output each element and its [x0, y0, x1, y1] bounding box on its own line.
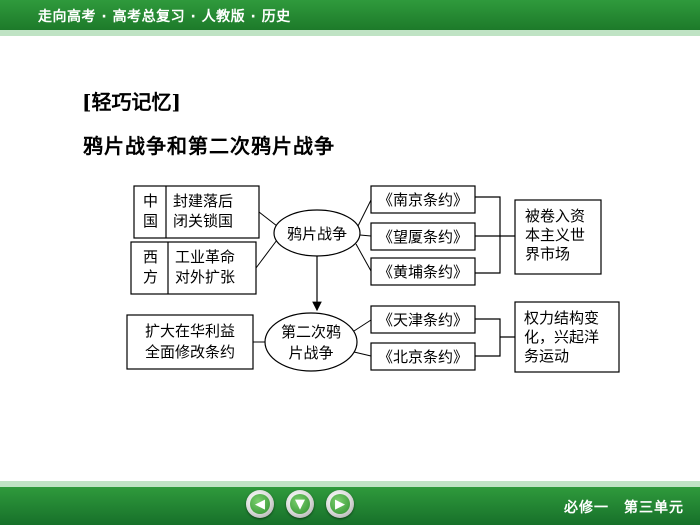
footer-label: 必修一 第三单元 — [564, 500, 684, 516]
svg-text:《望厦条约》: 《望厦条约》 — [378, 228, 468, 246]
war2-cause-box: 扩大在华利益 全面修改条约 — [126, 314, 254, 370]
section-heading: [轻巧记忆] — [82, 90, 181, 114]
header-bar: 走向高考 · 高考总复习 · 人教版 · 历史 — [0, 0, 700, 30]
treaty-wangxia: 《望厦条约》 — [370, 222, 476, 251]
war2-to-treaty1-line — [353, 319, 372, 332]
next-button[interactable]: ▶ — [326, 490, 354, 518]
svg-text:第二次鸦: 第二次鸦 — [281, 323, 341, 341]
prev-button[interactable]: ◀ — [246, 490, 274, 518]
svg-text:务运动: 务运动 — [524, 347, 569, 365]
west-label-line1: 西 — [143, 248, 158, 266]
west-box: 西 方 工业革命 对外扩张 — [130, 241, 257, 295]
footer-strip — [0, 481, 700, 487]
opium-war-node: 鸦片战争 — [273, 209, 361, 257]
opium-war-label: 鸦片战争 — [287, 225, 347, 243]
war1-to-treaty2-line — [359, 234, 372, 237]
arrow-left-icon: ◀ — [250, 494, 270, 514]
west-cause-2: 对外扩张 — [175, 268, 235, 286]
arrow-right-icon: ▶ — [330, 494, 350, 514]
second-opium-war-node: 第二次鸦 片战争 — [264, 312, 358, 372]
treaty-beijing: 《北京条约》 — [370, 342, 476, 371]
svg-text:被卷入资: 被卷入资 — [525, 207, 585, 225]
china-cause-1: 封建落后 — [173, 192, 233, 210]
china-box: 中 国 封建落后 闭关锁国 — [133, 185, 260, 239]
svg-text:界市场: 界市场 — [525, 245, 570, 263]
svg-text:化，兴起洋: 化，兴起洋 — [524, 328, 599, 346]
arrow-down-icon: ▼ — [290, 494, 310, 514]
west-label-line2: 方 — [143, 268, 158, 286]
china-to-war1-line — [258, 211, 278, 227]
treaties2-bracket — [475, 318, 515, 357]
result-box-2: 权力结构变 化，兴起洋 务运动 — [514, 301, 620, 373]
treaty-huangpu: 《黄埔条约》 — [370, 257, 476, 286]
svg-text:全面修改条约: 全面修改条约 — [145, 343, 235, 361]
svg-text:权力结构变: 权力结构变 — [524, 309, 599, 327]
svg-text:片战争: 片战争 — [288, 344, 333, 362]
svg-text:扩大在华利益: 扩大在华利益 — [145, 322, 235, 340]
down-button[interactable]: ▼ — [286, 490, 314, 518]
china-cause-2: 闭关锁国 — [173, 212, 233, 230]
west-cause-1: 工业革命 — [175, 248, 235, 266]
treaty-nanjing: 《南京条约》 — [370, 185, 476, 214]
treaty-tianjin: 《天津条约》 — [370, 305, 476, 334]
war1-to-treaty3-line — [355, 243, 372, 272]
result-box-1: 被卷入资 本主义世 界市场 — [514, 199, 602, 275]
svg-text:《南京条约》: 《南京条约》 — [378, 191, 468, 209]
war2-to-treaty2-line — [353, 351, 372, 357]
svg-text:《黄埔条约》: 《黄埔条约》 — [378, 263, 468, 281]
diagram-title: 鸦片战争和第二次鸦片战争 — [83, 134, 335, 158]
header-strip — [0, 30, 700, 36]
china-label-line2: 国 — [143, 212, 158, 230]
header-title: 走向高考 · 高考总复习 · 人教版 · 历史 — [38, 9, 291, 25]
war1-to-treaty1-line — [357, 199, 372, 227]
china-label-line1: 中 — [143, 192, 158, 210]
west-to-war1-line — [255, 239, 278, 269]
treaties1-bracket — [475, 196, 515, 274]
svg-text:《北京条约》: 《北京条约》 — [378, 348, 468, 366]
svg-text:《天津条约》: 《天津条约》 — [378, 311, 468, 329]
svg-text:本主义世: 本主义世 — [525, 226, 585, 244]
